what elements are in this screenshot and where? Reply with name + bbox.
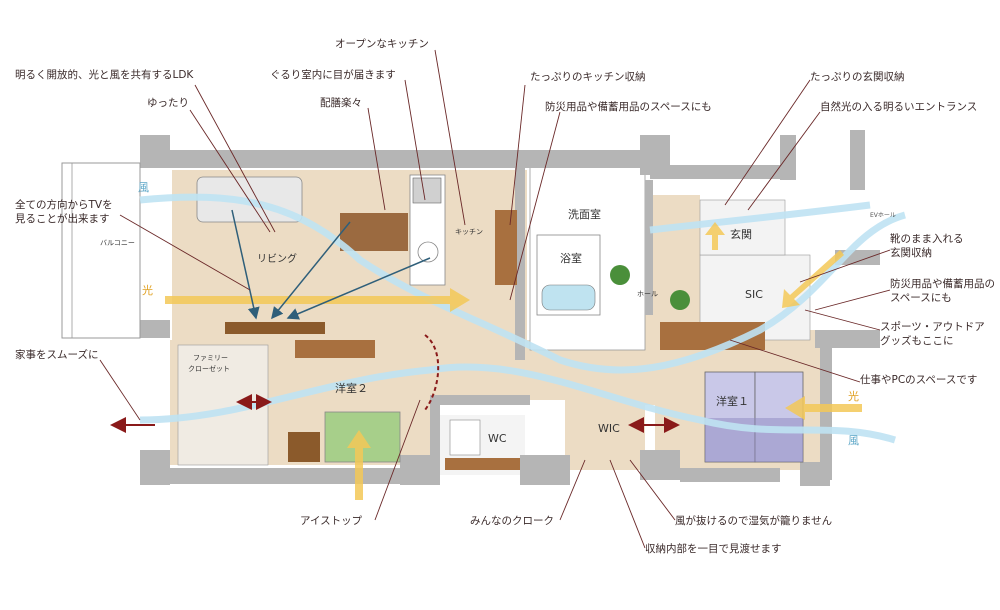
room-wc: WC — [488, 432, 507, 445]
callout-easy-serving: 配膳楽々 — [320, 96, 362, 109]
callout-open-kitchen: オープンなキッチン — [335, 38, 429, 50]
callout-spacious: ゆったり — [147, 97, 189, 109]
room-bedroom1: 洋室１ — [716, 394, 749, 408]
callout-disaster-kitchen: 防災用品や備蓄用品のスペースにも — [545, 100, 712, 113]
flow-labels: 風 光 光 風 — [138, 181, 859, 447]
dining-table — [340, 213, 408, 251]
callout-disaster-sic-2: スペースにも — [890, 292, 952, 304]
callout-housework: 家事をスムーズに — [15, 348, 98, 361]
callout-texts: オープンなキッチン 明るく開放的、光と風を共有するLDK ぐるり室内に目が届きま… — [15, 38, 995, 555]
callout-sports-2: グッズもここに — [880, 334, 954, 347]
plant-1 — [610, 265, 630, 285]
room-bedroom2: 洋室２ — [335, 381, 368, 395]
room-sic: SIC — [745, 288, 763, 301]
callout-shoes-1: 靴のまま入れる — [890, 232, 964, 245]
callout-work-space: 仕事やPCのスペースです — [860, 373, 977, 386]
room-family-closet-1: ファミリー — [193, 354, 228, 362]
tv-board — [225, 322, 325, 334]
callout-entrance-storage: たっぷりの玄関収納 — [810, 70, 905, 83]
balcony-label: バルコニー — [100, 239, 135, 247]
wind-label-right: 風 — [848, 434, 859, 447]
callout-ironing: アイストップ — [300, 515, 363, 527]
plant-2 — [670, 290, 690, 310]
room-entrance: 玄関 — [730, 227, 752, 241]
callout-tv-1: 全ての方向からTVを — [15, 198, 113, 211]
room-washroom: 洗面室 — [568, 207, 601, 221]
room-ev-hall: EVホール — [870, 212, 896, 219]
stove — [412, 177, 442, 204]
leader-lines — [99, 49, 891, 549]
room-family-closet-2: クローゼット — [188, 364, 230, 373]
room-wic: WIC — [598, 422, 620, 435]
room-kitchen: キッチン — [455, 228, 483, 236]
callout-family-cloak: みんなのクローク — [470, 515, 554, 527]
desk-bedroom2-top — [295, 340, 375, 358]
kitchen-cabinet — [495, 210, 517, 285]
circulation-arrows — [110, 334, 680, 433]
callout-see-glance: 収納内部を一目で見渡せます — [645, 542, 782, 555]
room-bath: 浴室 — [560, 251, 582, 265]
wind-label-left: 風 — [138, 181, 149, 194]
sink — [417, 241, 439, 263]
furniture — [177, 174, 804, 470]
light-label-right: 光 — [848, 389, 859, 403]
callout-no-dampness: 風が抜けるので湿気が籠りません — [675, 514, 832, 527]
callout-bright-entrance: 自然光の入る明るいエントランス — [820, 100, 977, 113]
callout-kitchen-storage: たっぷりのキッチン収納 — [530, 70, 646, 83]
toilet — [449, 419, 481, 456]
balcony: バルコニー — [61, 162, 141, 339]
room-hall: ホール — [637, 290, 658, 298]
sight-lines — [231, 209, 431, 320]
light-arrows — [165, 222, 862, 500]
room-labels: リビング キッチン 洗面室 浴室 ホール 玄関 SIC ファミリー クローゼット… — [188, 207, 896, 445]
callout-tv-2: 見ることが出来ます — [15, 212, 110, 225]
light-label-left: 光 — [142, 283, 153, 297]
callout-disaster-sic-1: 防災用品や備蓄用品の — [890, 277, 995, 290]
walls — [140, 130, 880, 486]
callout-watch-room: ぐるり室内に目が届きます — [270, 68, 396, 81]
callout-sports-1: スポーツ・アウトドア — [880, 321, 985, 333]
room-living: リビング — [257, 252, 297, 265]
callout-bright-ldk: 明るく開放的、光と風を共有するLDK — [15, 68, 194, 81]
desk-bedroom2 — [288, 432, 320, 462]
callout-shoes-2: 玄関収納 — [890, 246, 932, 259]
